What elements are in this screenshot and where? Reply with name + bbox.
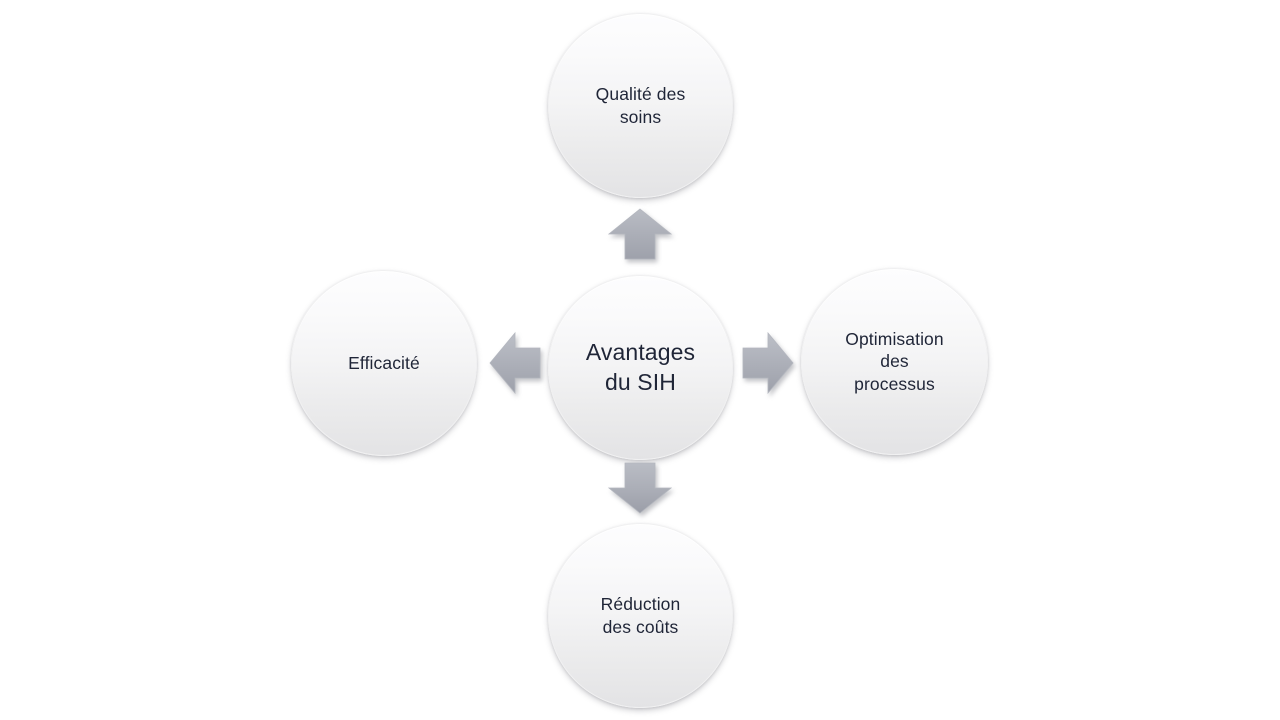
node-label: Qualité des soins	[595, 84, 686, 127]
node-center-avantages-du-sih[interactable]: Avantages du SIH	[548, 275, 733, 460]
node-label: Réduction des coûts	[600, 594, 681, 637]
center-node-label: Avantages du SIH	[585, 339, 696, 395]
node-optimisation-des-processus[interactable]: Optimisation des processus	[801, 268, 988, 455]
arrow-right-icon	[742, 332, 794, 394]
node-label: Optimisation des processus	[845, 328, 944, 394]
arrow-up-icon	[608, 208, 672, 260]
node-qualite-des-soins[interactable]: Qualité des soins	[548, 13, 733, 198]
arrow-down-icon	[608, 462, 672, 514]
node-reduction-des-couts[interactable]: Réduction des coûts	[548, 523, 733, 708]
node-efficacite[interactable]: Efficacité	[291, 270, 477, 456]
node-label: Efficacité	[348, 352, 420, 373]
arrow-left-icon	[489, 332, 541, 394]
